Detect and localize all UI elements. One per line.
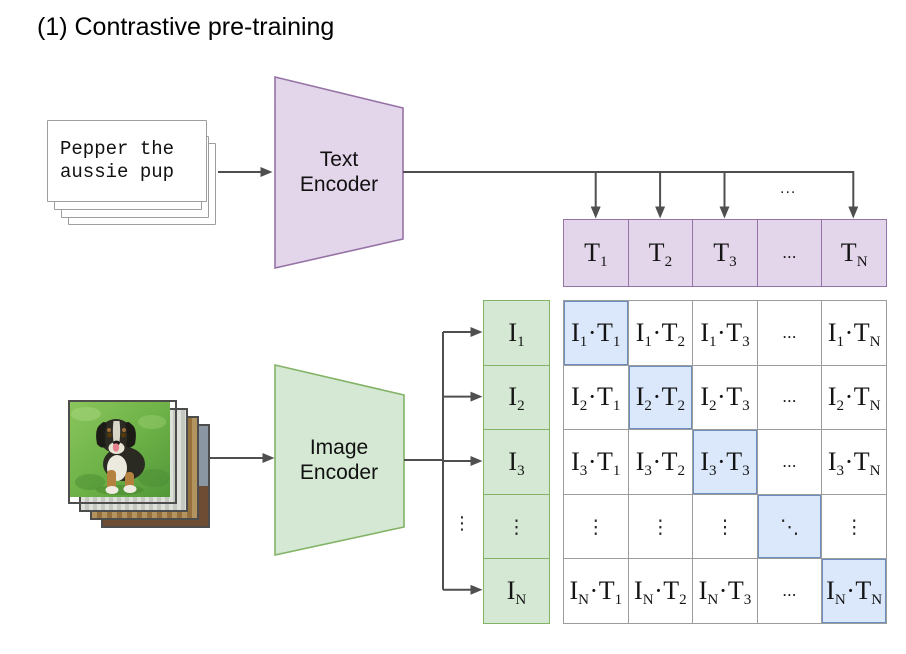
matrix-cell-2-4: ... [757, 365, 822, 430]
matrix-cell-5-3: IN·T3 [693, 559, 757, 623]
matrix-cell-5-4: ... [757, 559, 822, 623]
text-embedding-cell-1: T1 [564, 220, 628, 286]
image-embedding-cell-1: I1 [484, 301, 549, 365]
branch-ellipsis: ⋮ [453, 513, 471, 534]
matrix-cell-1-5: I1·TN [822, 301, 886, 365]
matrix-cell-5-1: IN·T1 [564, 559, 628, 623]
text-embedding-cell-5: TN [822, 220, 886, 286]
text-input-card: Pepper the aussie pup [47, 120, 207, 202]
matrix-cell-3-1: I3·T1 [564, 430, 628, 494]
matrix-cell-4-3: ⋮ [693, 494, 757, 559]
matrix-cell-5-2: IN·T2 [628, 559, 693, 623]
text-encoder-shape [274, 75, 404, 270]
text-encoder-label: Text Encoder [299, 148, 379, 196]
image-encoder-label: Image Encoder [299, 436, 379, 484]
matrix-cell-4-1: ⋮ [564, 494, 628, 559]
text-embedding-cell-2: T2 [628, 220, 693, 286]
text-embedding-cell-4: ... [757, 220, 822, 286]
image-encoder-shape [274, 363, 405, 556]
page-title: (1) Contrastive pre-training [37, 13, 335, 41]
matrix-cell-4-2: ⋮ [628, 494, 693, 559]
image-embedding-cell-3: I3 [484, 430, 549, 494]
matrix-cell-2-2: I2·T2 [628, 365, 693, 430]
image-embedding-cell-5: IN [484, 559, 549, 623]
image-input-card [68, 400, 177, 504]
matrix-cell-2-3: I2·T3 [693, 365, 757, 430]
matrix-cell-1-2: I1·T2 [628, 301, 693, 365]
matrix-cell-3-2: I3·T2 [628, 430, 693, 494]
matrix-cell-2-1: I2·T1 [564, 365, 628, 430]
matrix-cell-3-3: I3·T3 [693, 430, 757, 494]
puppy-photo [70, 402, 170, 497]
text-input-line1: Pepper the [60, 138, 175, 160]
top-arrow-ellipsis: ... [780, 180, 797, 197]
text-embedding-cell-3: T3 [693, 220, 757, 286]
matrix-cell-4-4: ⋱ [757, 494, 822, 559]
text-input-line2: aussie pup [60, 161, 175, 183]
matrix-cell-1-1: I1·T1 [564, 301, 628, 365]
matrix-cell-3-5: I3·TN [822, 430, 886, 494]
wire-text-encoder-out [403, 171, 859, 219]
image-embedding-cell-4: ⋮ [484, 494, 549, 559]
matrix-cell-1-4: ... [757, 301, 822, 365]
matrix-cell-4-5: ⋮ [822, 494, 886, 559]
matrix-cell-5-5: IN·TN [822, 559, 886, 623]
matrix-cell-3-4: ... [757, 430, 822, 494]
matrix-cell-2-5: I2·TN [822, 365, 886, 430]
matrix-cell-1-3: I1·T3 [693, 301, 757, 365]
image-embedding-cell-2: I2 [484, 365, 549, 430]
